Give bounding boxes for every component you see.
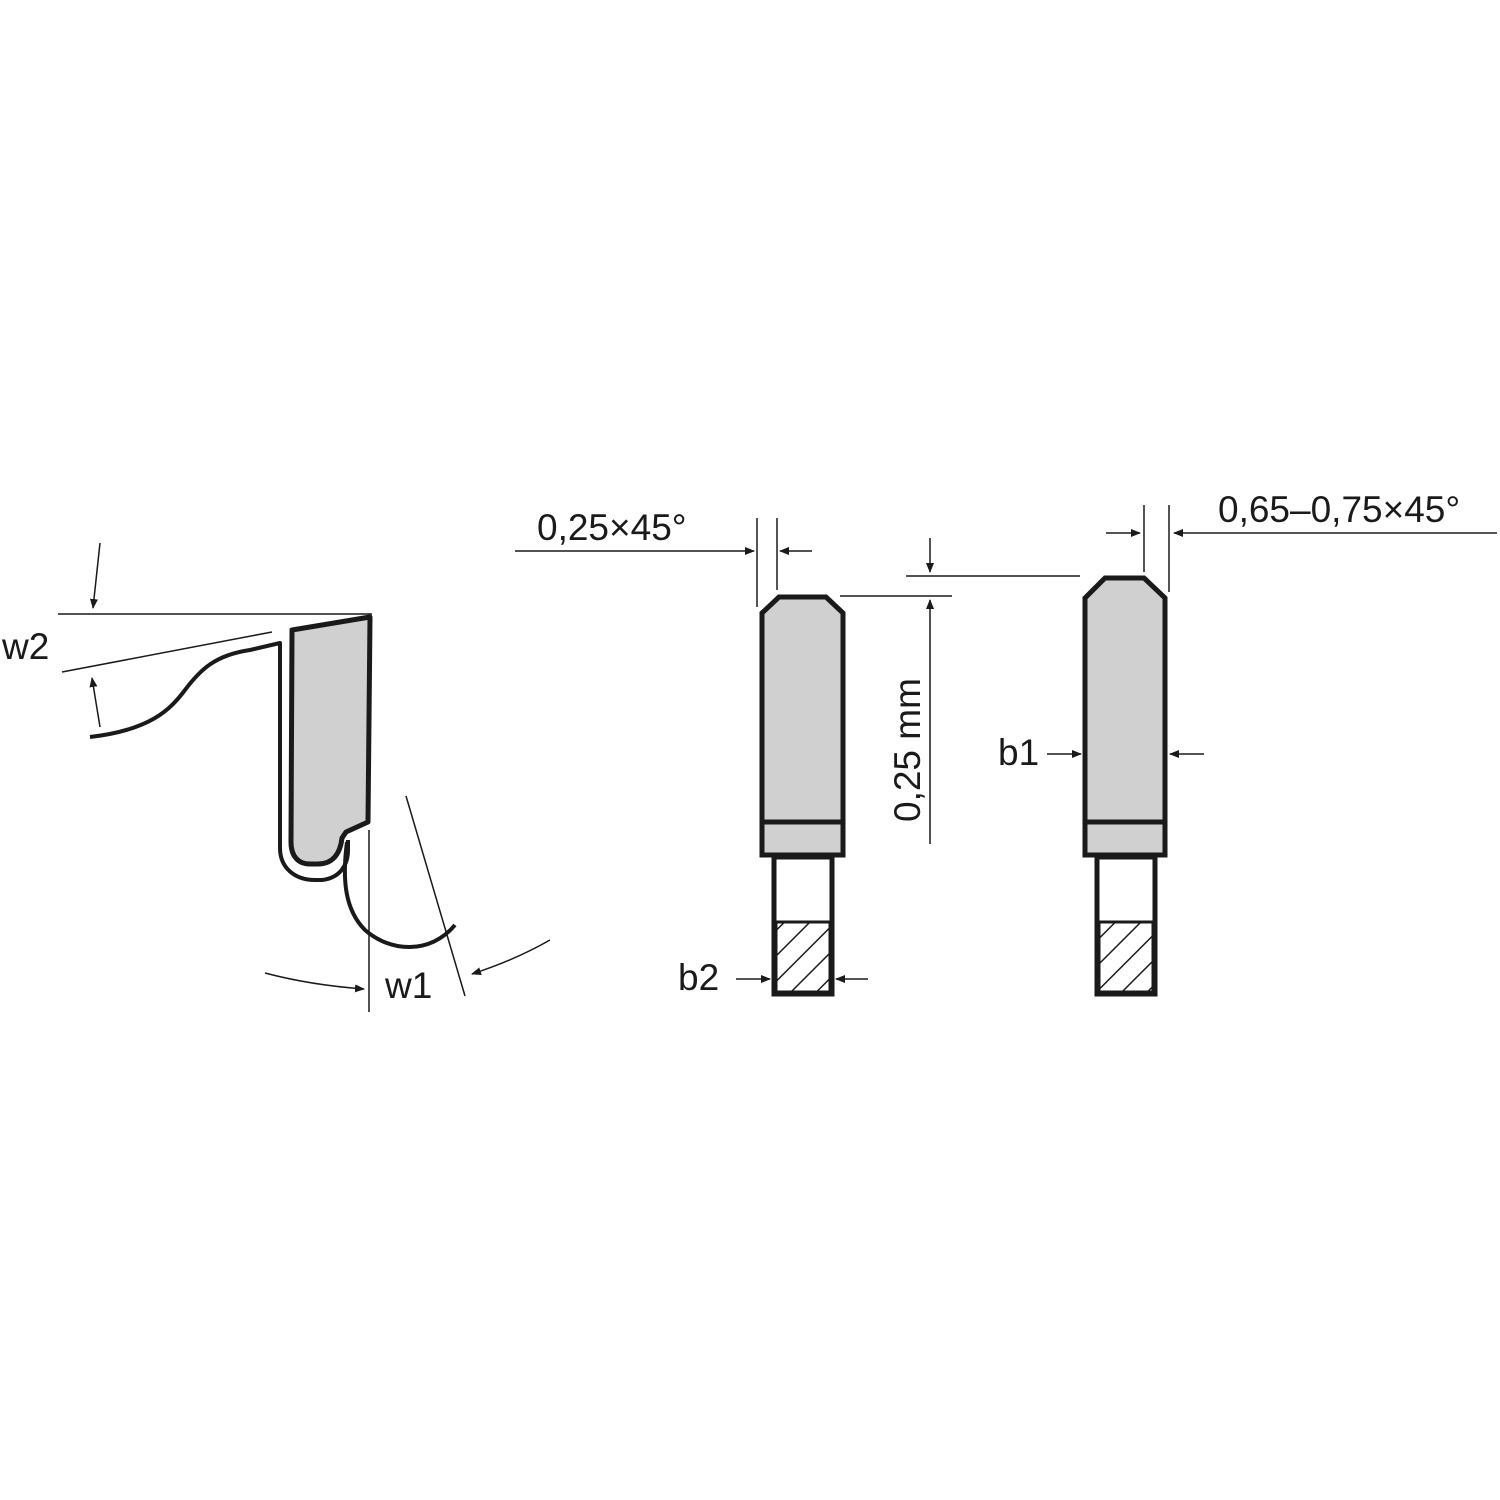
carbide-tip	[288, 614, 373, 867]
blade-body-outline	[89, 641, 350, 882]
tooth-tip-left	[759, 594, 846, 858]
w2-label: w2	[1, 626, 49, 667]
w2-arrow-bottom	[89, 677, 101, 728]
rake-line	[405, 795, 466, 997]
chamfer-label-left: 0,25×45°	[537, 507, 687, 548]
w1-arrow-left	[264, 972, 365, 993]
tooth-front-left: 0,25×45° b2 0,25 mm	[515, 507, 1080, 998]
hatched-section-right	[1097, 920, 1155, 994]
clearance-line	[61, 631, 273, 673]
side-view: w2 w1	[1, 542, 551, 1012]
tooth-tip-right	[1082, 575, 1168, 858]
tooth-front-right: 0,65–0,75×45° b1	[998, 489, 1497, 997]
b1-label: b1	[998, 732, 1039, 773]
w2-arrow-top	[89, 542, 101, 609]
height-label: 0,25 mm	[887, 678, 928, 822]
chamfer-label-right: 0,65–0,75×45°	[1218, 489, 1460, 530]
hatched-section-left	[774, 920, 832, 994]
lower-gullet	[342, 841, 457, 949]
w1-arrow-right	[471, 939, 551, 976]
b2-label: b2	[678, 957, 719, 998]
w1-label: w1	[384, 965, 432, 1006]
